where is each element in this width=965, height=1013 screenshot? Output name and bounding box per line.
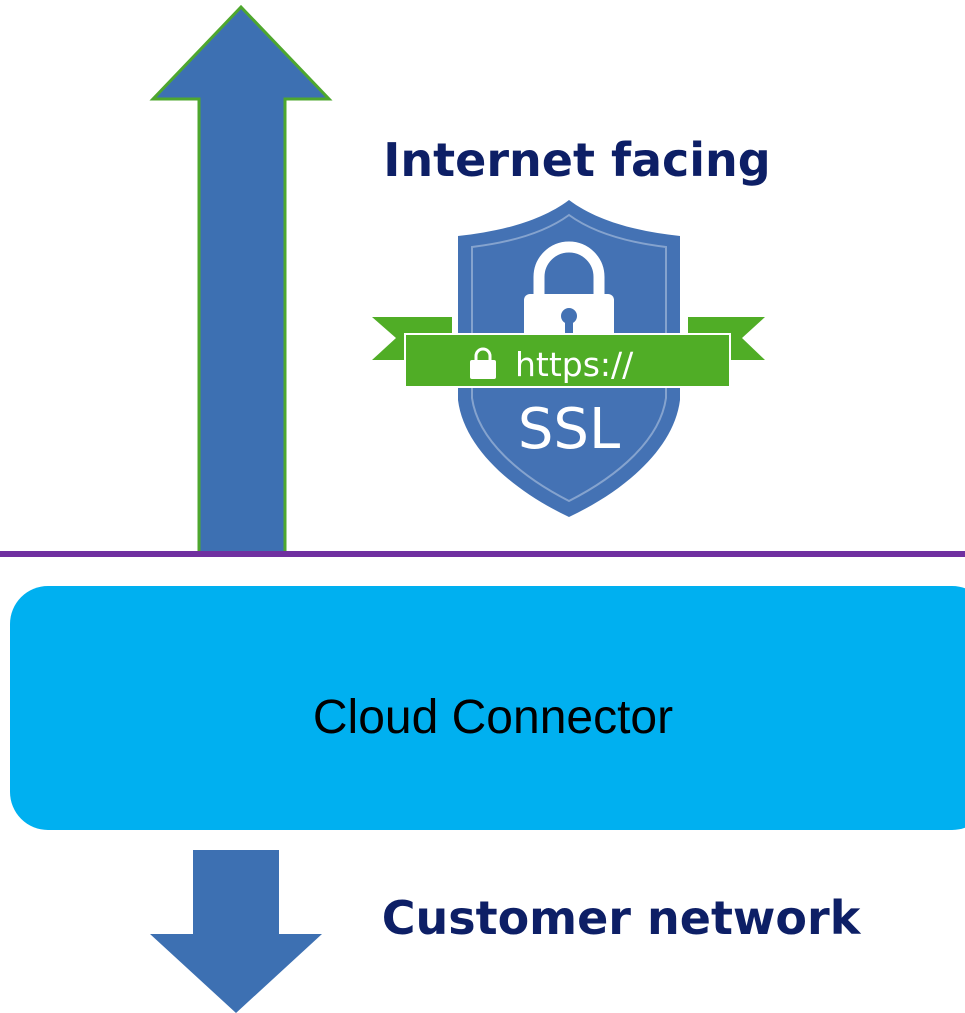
downward-arrow (150, 850, 322, 1013)
lock-icon (470, 347, 496, 379)
network-boundary-line (0, 551, 965, 557)
shield-ssl-text: SSL (518, 397, 620, 462)
internet-facing-heading: Internet facing (383, 133, 770, 187)
cloud-connector-box (10, 586, 965, 830)
ribbon-text: https:// (515, 345, 634, 384)
ribbon-band (404, 333, 731, 388)
cloud-connector-label: Cloud Connector (313, 691, 673, 744)
shield-inner-border (471, 213, 667, 503)
customer-network-heading: Customer network (382, 891, 862, 945)
upward-arrow (149, 4, 333, 555)
ssl-badge: https:// SSL (372, 200, 765, 517)
